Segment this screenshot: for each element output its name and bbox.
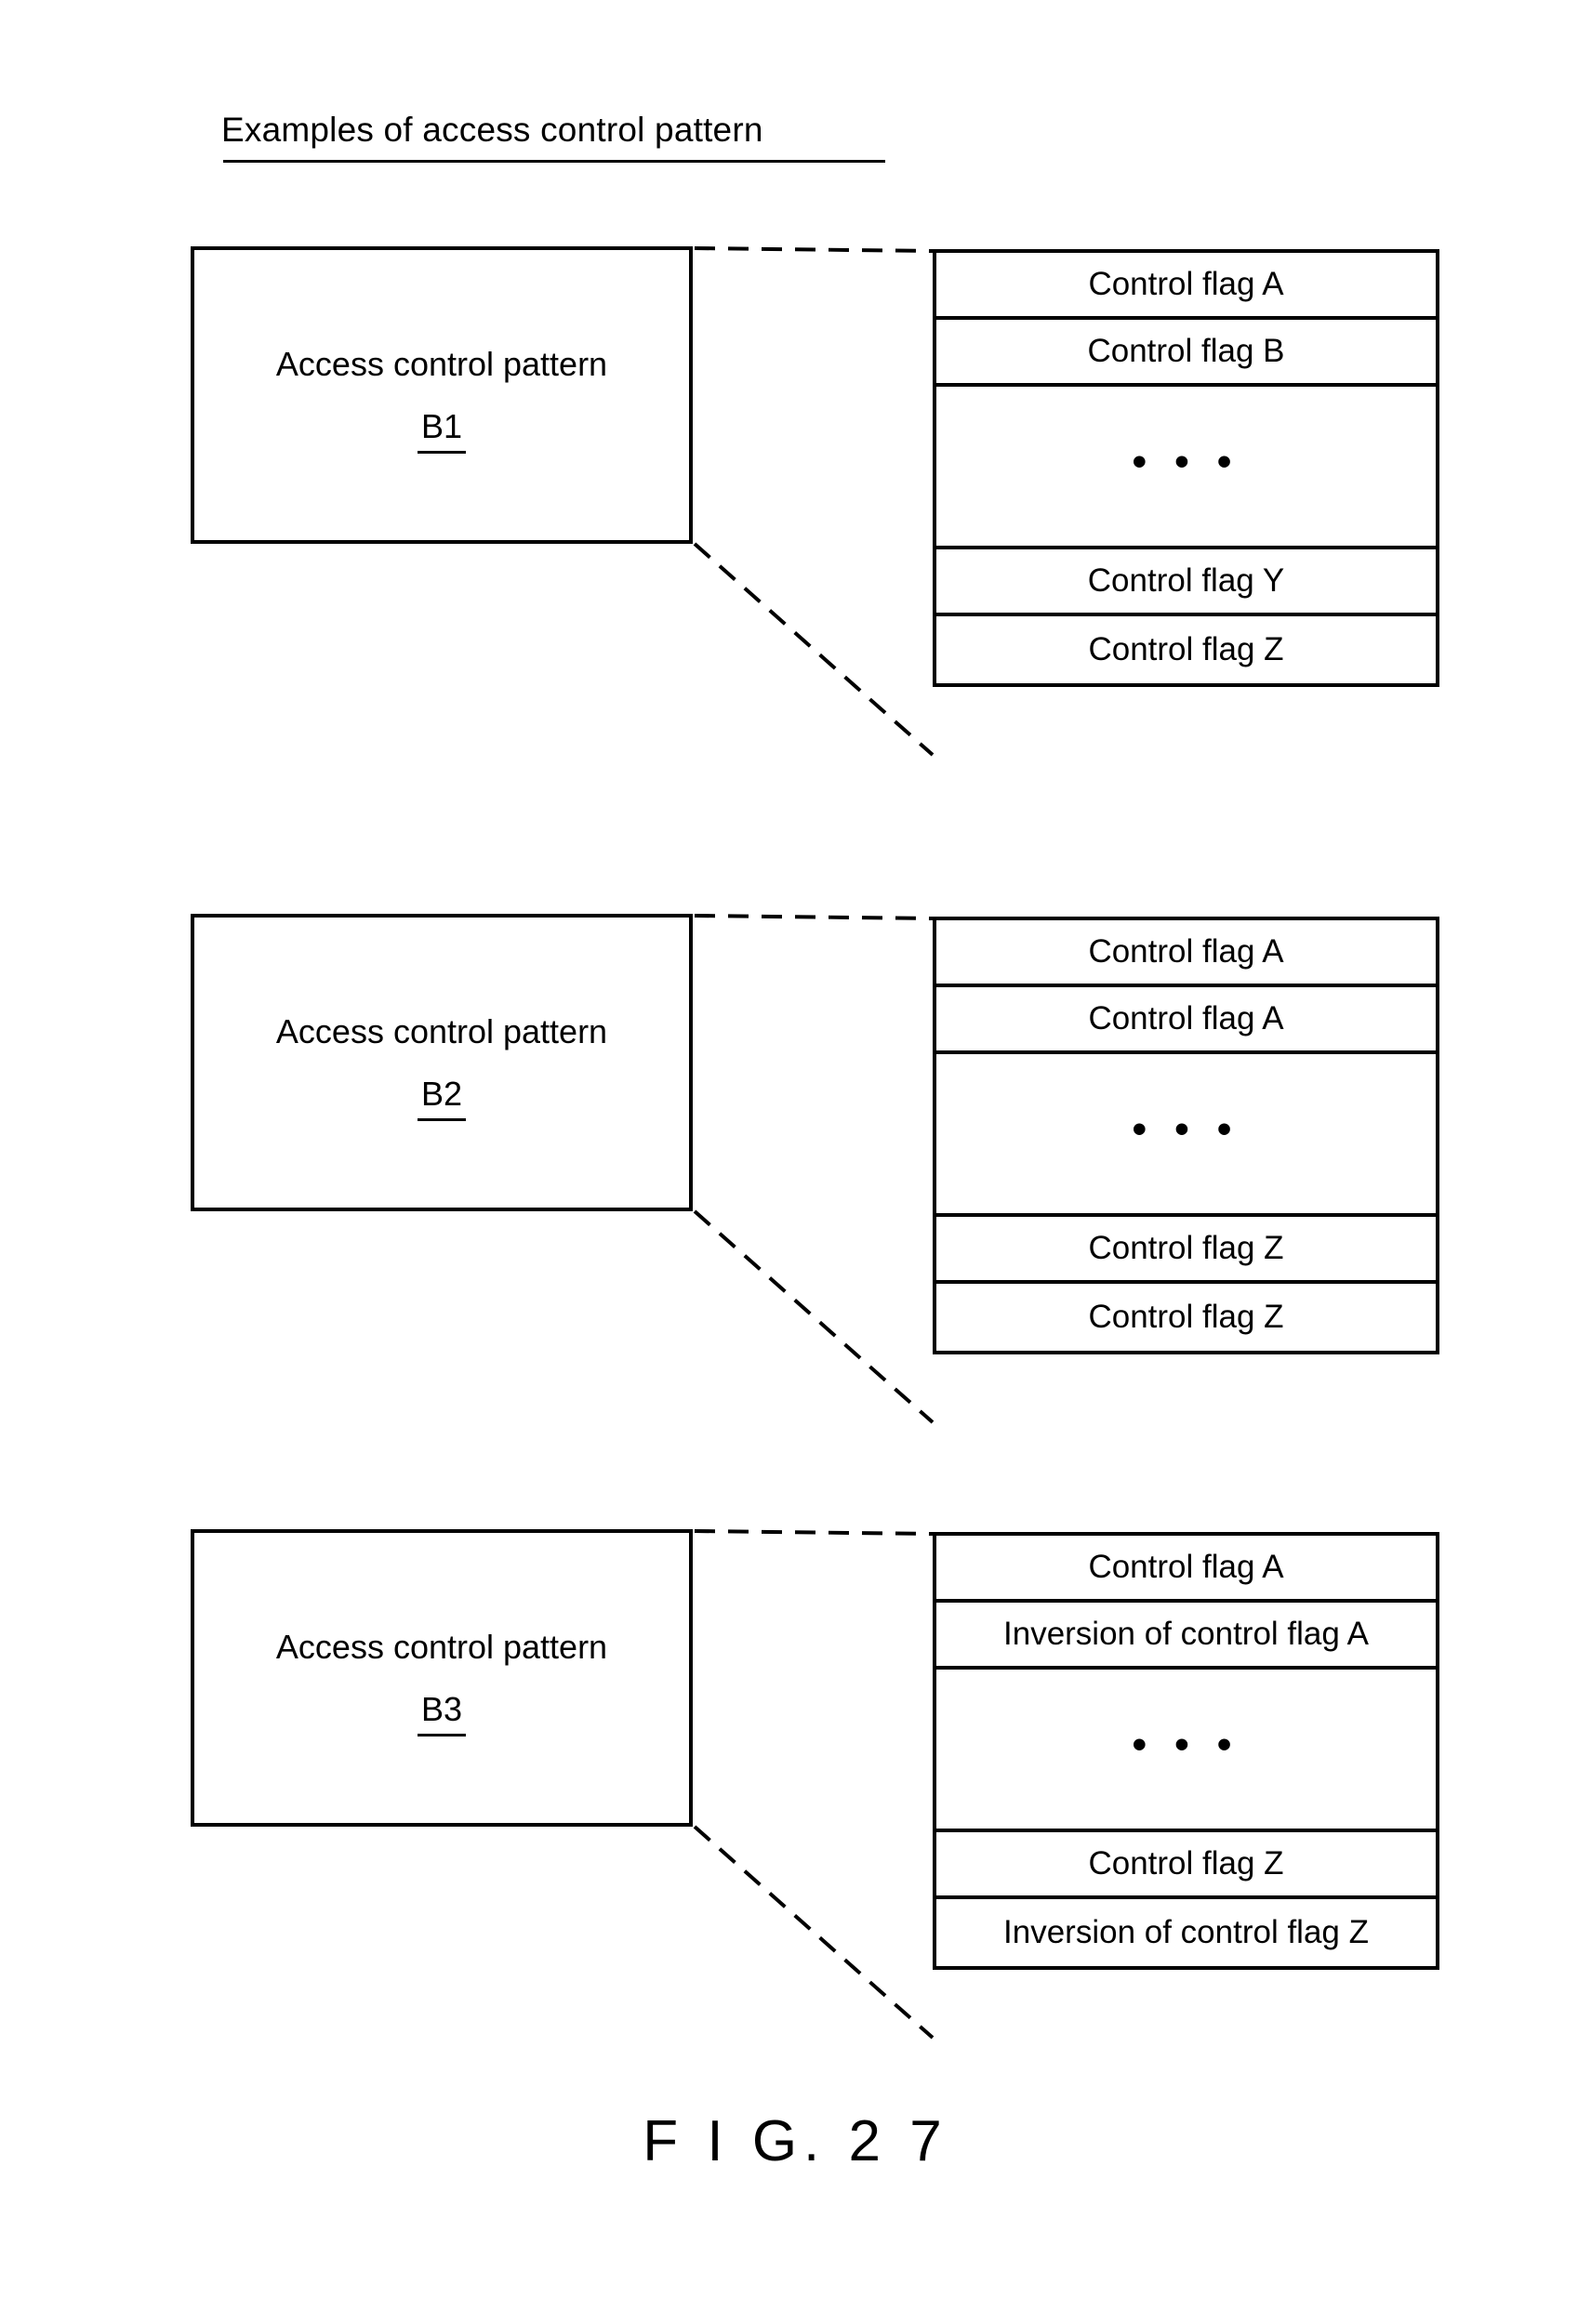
flag-label: Control flag Z xyxy=(1088,1845,1284,1882)
flag-label: Inversion of control flag Z xyxy=(1003,1914,1369,1950)
pattern-box-id-wrap: B3 xyxy=(417,1690,467,1736)
flag-label: Control flag A xyxy=(1088,1000,1284,1037)
flag-label: Control flag Z xyxy=(1088,1299,1284,1335)
pattern-box-id-wrap: B1 xyxy=(417,407,467,454)
ellipsis-icon: • • • xyxy=(1132,438,1240,484)
flag-row: Inversion of control flag Z xyxy=(936,1899,1436,1966)
pattern-box-b1: Access control pattern B1 xyxy=(191,246,693,544)
flag-table-b3: Control flag A Inversion of control flag… xyxy=(933,1532,1439,1970)
flag-label: Control flag B xyxy=(1087,333,1285,369)
pattern-box-id: B1 xyxy=(420,407,463,445)
flag-row: Inversion of control flag A xyxy=(936,1603,1436,1670)
callout-line-bottom-b1 xyxy=(693,542,935,757)
flag-row: Control flag A xyxy=(936,920,1436,987)
ellipsis-icon: • • • xyxy=(1132,1721,1240,1767)
flag-table-b1: Control flag A Control flag B • • • Cont… xyxy=(933,249,1439,687)
pattern-box-id: B2 xyxy=(420,1075,463,1113)
flag-row-ellipsis: • • • xyxy=(936,1670,1436,1832)
pattern-box-id-underline xyxy=(417,451,467,454)
flag-label: Control flag A xyxy=(1088,266,1284,302)
flag-row: Control flag Y xyxy=(936,549,1436,616)
flag-row: Control flag Z xyxy=(936,616,1436,683)
pattern-box-id-underline xyxy=(417,1734,467,1736)
callout-line-bottom-b3 xyxy=(693,1825,935,2040)
callout-line-bottom-b2 xyxy=(693,1209,935,1424)
flag-row: Control flag Z xyxy=(936,1284,1436,1351)
flag-label: Control flag Z xyxy=(1088,631,1284,667)
flag-label: Control flag Z xyxy=(1088,1230,1284,1266)
flag-label: Control flag A xyxy=(1088,1549,1284,1585)
figure-caption: F I G. 2 7 xyxy=(643,2109,948,2173)
flag-label: Control flag A xyxy=(1088,933,1284,970)
flag-row: Control flag A xyxy=(936,1536,1436,1603)
pattern-box-title: Access control pattern xyxy=(275,345,608,383)
callout-line-top-b1 xyxy=(694,246,934,253)
page-title-underline xyxy=(223,160,885,163)
flag-row-ellipsis: • • • xyxy=(936,387,1436,549)
ellipsis-icon: • • • xyxy=(1132,1105,1240,1152)
pattern-box-id-wrap: B2 xyxy=(417,1075,467,1121)
pattern-box-id: B3 xyxy=(420,1690,463,1728)
flag-row: Control flag Z xyxy=(936,1217,1436,1284)
pattern-box-b2: Access control pattern B2 xyxy=(191,914,693,1211)
flag-row: Control flag A xyxy=(936,253,1436,320)
pattern-box-b3: Access control pattern B3 xyxy=(191,1529,693,1827)
pattern-box-id-underline xyxy=(417,1118,467,1121)
flag-row-ellipsis: • • • xyxy=(936,1054,1436,1217)
flag-row: Control flag A xyxy=(936,987,1436,1054)
flag-label: Inversion of control flag A xyxy=(1003,1616,1369,1652)
flag-row: Control flag Z xyxy=(936,1832,1436,1899)
flag-table-b2: Control flag A Control flag A • • • Cont… xyxy=(933,917,1439,1354)
flag-row: Control flag B xyxy=(936,320,1436,387)
callout-line-top-b3 xyxy=(694,1529,934,1536)
pattern-box-title: Access control pattern xyxy=(275,1628,608,1666)
callout-line-top-b2 xyxy=(694,914,934,920)
page-title: Examples of access control pattern xyxy=(221,111,763,149)
pattern-box-title: Access control pattern xyxy=(275,1012,608,1050)
flag-label: Control flag Y xyxy=(1087,562,1285,599)
